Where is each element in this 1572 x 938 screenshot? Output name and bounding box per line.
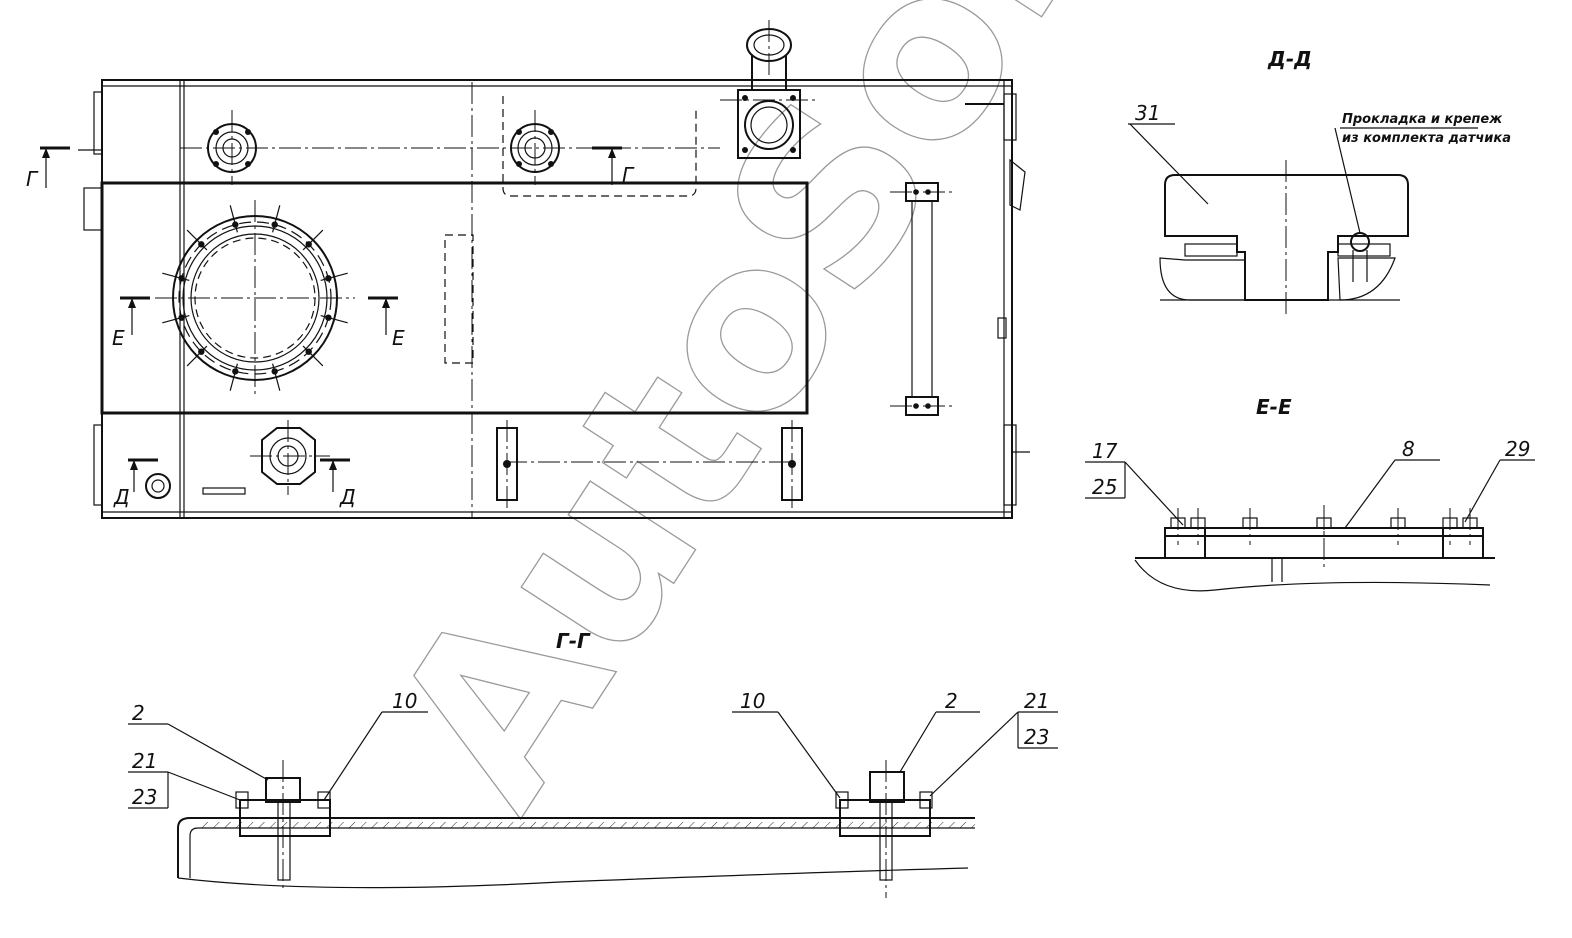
section-title-g-g: Г-Г bbox=[556, 629, 591, 653]
filler-neck bbox=[720, 20, 815, 159]
section-title-d-d: Д-Д bbox=[1267, 47, 1312, 71]
marker-label-g1: Г bbox=[26, 167, 39, 191]
marker-label-e2: Е bbox=[392, 326, 405, 350]
right-strap bbox=[890, 158, 1026, 416]
callout-21-right: 21 bbox=[1024, 689, 1049, 713]
manhole-bolt-axis bbox=[229, 205, 238, 233]
marker-label-g2: Г bbox=[622, 163, 635, 187]
callout-25: 25 bbox=[1092, 475, 1117, 499]
note-line1: Прокладка и крепеж bbox=[1342, 112, 1503, 127]
manhole-flange bbox=[155, 200, 355, 395]
callout-2-left: 2 bbox=[132, 701, 145, 725]
callout-21-left: 21 bbox=[132, 749, 157, 773]
manhole-bolt-axis bbox=[162, 315, 190, 324]
flange-middle bbox=[510, 110, 560, 185]
section-marker-g-left: Г bbox=[26, 146, 70, 191]
manhole-bolt-axis bbox=[186, 229, 208, 251]
manhole-bolt-axis bbox=[302, 229, 324, 251]
section-title-e-e: Е-Е bbox=[1256, 395, 1292, 419]
manhole-bolt-axis bbox=[162, 272, 190, 281]
section-marker-d-right: Д bbox=[320, 458, 356, 509]
section-d-d: Д-Д Прокладка и крепеж из комплекта датч… bbox=[1128, 47, 1511, 318]
callout-23-left: 23 bbox=[132, 785, 157, 809]
section-marker-e-left: Е bbox=[112, 296, 150, 350]
section-marker-e-right: Е bbox=[368, 296, 405, 350]
callout-31: 31 bbox=[1135, 101, 1160, 125]
flange-left bbox=[207, 110, 257, 185]
manhole-bolt-axis bbox=[229, 363, 238, 391]
watermark: AutoSoft bbox=[342, 0, 1189, 850]
manhole-bolt-axis bbox=[320, 315, 348, 324]
callout-17: 17 bbox=[1092, 439, 1118, 463]
ee-bolts bbox=[1170, 508, 1478, 545]
callout-10-left: 10 bbox=[392, 689, 417, 713]
callout-29: 29 bbox=[1505, 437, 1530, 461]
callout-23-right: 23 bbox=[1024, 725, 1049, 749]
marker-label-d1: Д bbox=[113, 485, 130, 509]
hex-fitting bbox=[250, 420, 330, 495]
callout-2-right: 2 bbox=[945, 689, 958, 713]
note-line2: из комплекта датчика bbox=[1342, 131, 1511, 146]
manhole-bolts bbox=[162, 205, 348, 391]
section-marker-g-right: Г bbox=[592, 146, 635, 187]
manhole-bolt-axis bbox=[320, 272, 348, 281]
manhole-bolt-axis bbox=[186, 345, 208, 367]
marker-label-e1: Е bbox=[112, 326, 125, 350]
section-e-e: Е-Е 17 25 8 29 bbox=[1085, 395, 1535, 592]
manhole-bolt-axis bbox=[272, 363, 281, 391]
tank-plan-view: Г Г Е Е Д Д bbox=[26, 20, 1030, 519]
manhole-bolt-axis bbox=[302, 345, 324, 367]
section-marker-d-left: Д bbox=[113, 458, 158, 509]
section-g-g: Г-Г 2 21 23 10 10 bbox=[128, 629, 1058, 898]
callout-8: 8 bbox=[1402, 437, 1415, 461]
callout-10-right: 10 bbox=[740, 689, 765, 713]
manhole-bolt-axis bbox=[272, 205, 281, 233]
marker-label-d2: Д bbox=[339, 485, 356, 509]
